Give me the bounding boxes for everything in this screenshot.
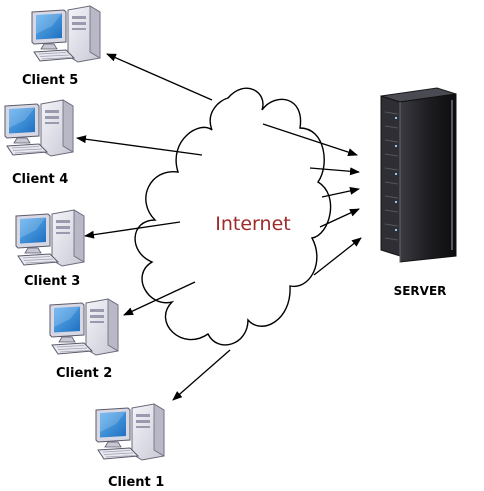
client-3: Client 3	[15, 209, 85, 289]
server-arrows	[262, 123, 362, 276]
server-label: SERVER	[394, 284, 447, 298]
client-5: Client 5	[22, 5, 101, 88]
client-1-label: Client 1	[108, 475, 164, 490]
client-arrows	[76, 53, 231, 401]
desktop-computer-icon	[15, 209, 85, 267]
client-2-label: Client 2	[56, 366, 112, 381]
internet-label: Internet	[215, 213, 290, 235]
desktop-computer-icon	[49, 298, 119, 356]
desktop-computer-icon	[31, 5, 101, 63]
client-3-label: Client 3	[24, 274, 80, 289]
client-2: Client 2	[49, 298, 119, 381]
client-1: Client 1	[95, 403, 165, 490]
desktop-computer-icon	[95, 403, 165, 461]
client-4: Client 4	[4, 99, 74, 187]
client-5-label: Client 5	[22, 73, 78, 88]
client-4-label: Client 4	[12, 172, 68, 187]
server-rack-icon	[380, 87, 457, 263]
server: SERVER	[380, 87, 457, 298]
desktop-computer-icon	[4, 99, 74, 157]
